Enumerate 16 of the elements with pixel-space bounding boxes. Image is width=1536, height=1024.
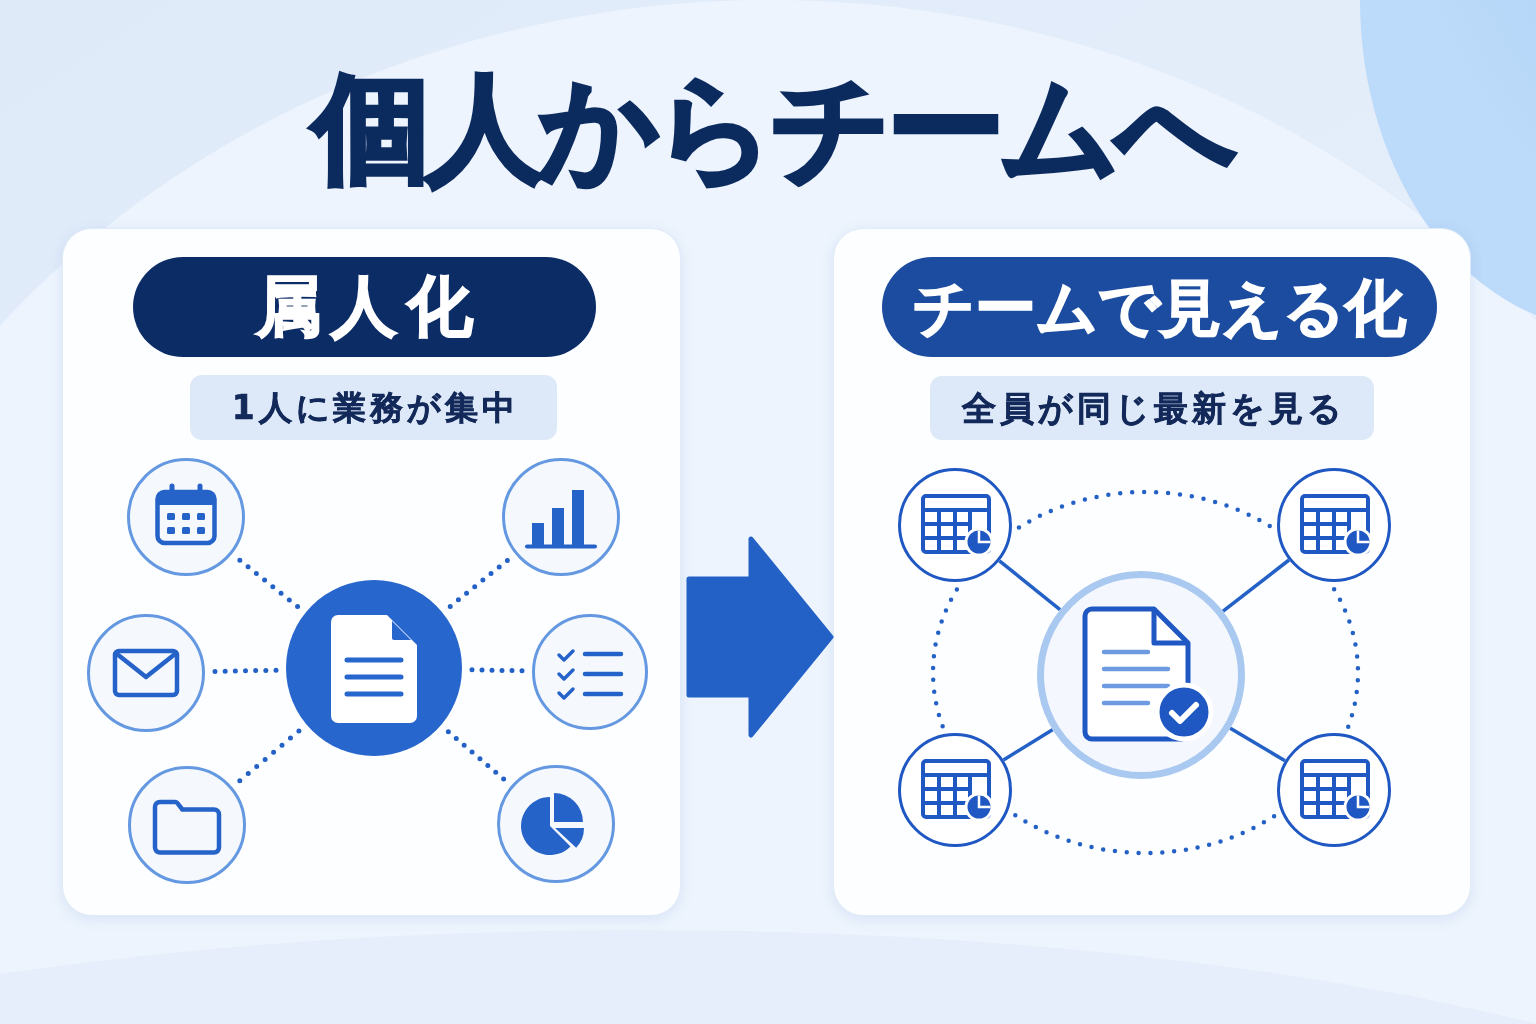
heading-banner: 属人化 [133, 257, 596, 357]
connector-line [998, 559, 1062, 612]
dotted-line [443, 727, 509, 784]
heading-banner: チームで見える化 [882, 257, 1437, 357]
dotted-line [235, 555, 303, 611]
connector-line [1229, 726, 1286, 763]
dotted-line [445, 556, 513, 611]
title: 個人からチームへ [312, 58, 1232, 199]
panel-card [833, 228, 1471, 916]
block-arrow [686, 536, 834, 738]
connector-line [1002, 728, 1054, 762]
connector-line [1222, 558, 1291, 613]
dotted-line [235, 726, 304, 786]
subtitle-banner: 全員が同じ最新を見る [930, 376, 1374, 440]
panel-card [62, 228, 681, 916]
subtitle-banner: 1人に業務が集中 [190, 375, 557, 440]
